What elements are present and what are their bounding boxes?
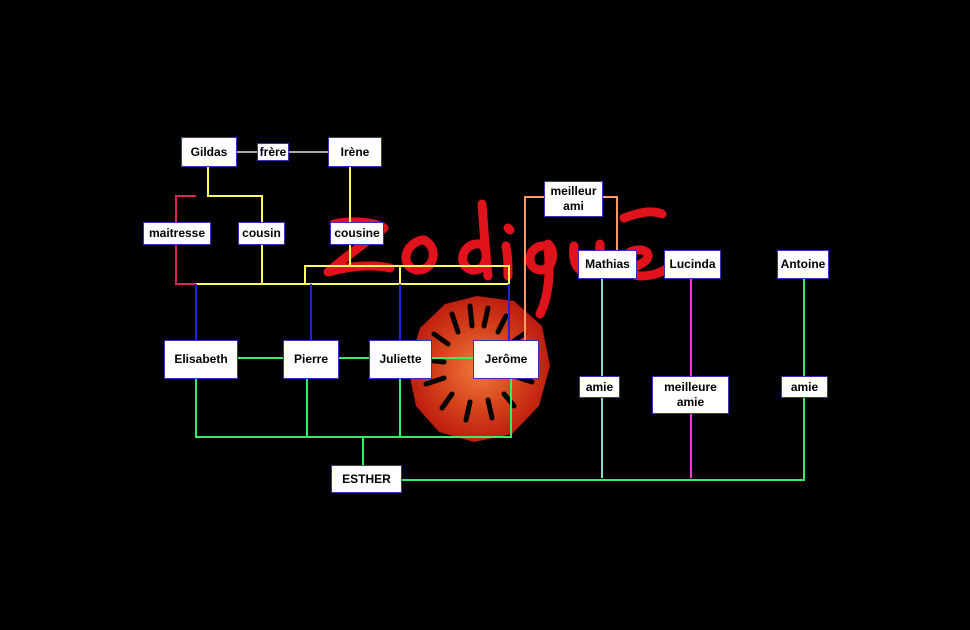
relation-maitresse: maitresse [143, 222, 211, 245]
line-cousine-rect2 [304, 265, 401, 284]
relation-meilleure-amie: meilleure amie [652, 376, 729, 414]
line-green-friends [401, 278, 805, 481]
node-lucinda[interactable]: Lucinda [664, 250, 721, 279]
relation-amie-mathias: amie [579, 376, 620, 398]
node-jerome[interactable]: Jerôme [473, 340, 539, 379]
relation-frere: frère [257, 143, 289, 161]
relation-meilleur-ami: meilleur ami [544, 181, 603, 217]
zodiac-glyphs [423, 303, 537, 423]
node-juliette[interactable]: Juliette [369, 340, 432, 379]
node-antoine[interactable]: Antoine [777, 250, 829, 279]
zodiaque-logo: zodiaque [323, 199, 673, 442]
node-gildas[interactable]: Gildas [181, 137, 237, 167]
relation-cousine: cousine [330, 222, 384, 245]
line-orange-meilleur-ami [524, 196, 618, 342]
line-gildas-cousin [207, 167, 263, 223]
line-green-bracket [195, 378, 512, 438]
relation-cousin: cousin [238, 222, 285, 245]
relation-amie-antoine: amie [781, 376, 828, 398]
line-cousine-rect [349, 244, 510, 284]
node-esther[interactable]: ESTHER [331, 465, 402, 493]
node-pierre[interactable]: Pierre [283, 340, 339, 379]
node-elisabeth[interactable]: Elisabeth [164, 340, 238, 379]
node-irene[interactable]: Irène [328, 137, 382, 167]
node-mathias[interactable]: Mathias [578, 250, 637, 279]
